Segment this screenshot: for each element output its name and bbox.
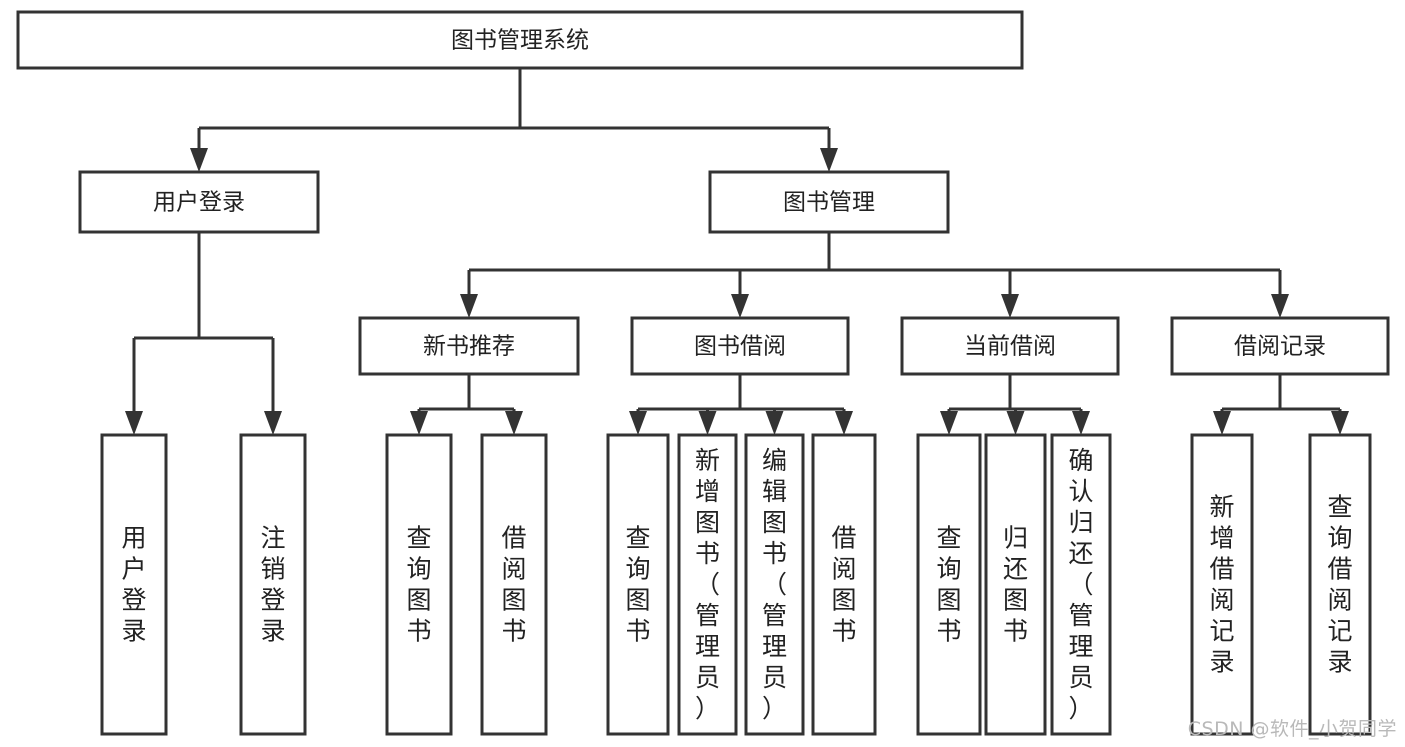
node-label-leaf-return-book: 归还图书 [1003,524,1028,646]
node-leaf-confirm-return-admin[interactable]: 确认归还（管理员） [1050,433,1112,736]
arrow-head-icon [505,411,523,435]
node-box-user-login [78,170,320,234]
node-leaf-query-book-2[interactable]: 查询图书 [606,433,670,736]
node-label-borrow-record: 借阅记录 [1234,334,1326,360]
arrow-head-icon [1006,411,1025,435]
node-box-leaf-add-borrow-record [1190,433,1254,736]
node-new-book-recommend[interactable]: 新书推荐 [358,316,580,376]
node-leaf-user-login[interactable]: 用户登录 [100,433,168,736]
node-leaf-return-book[interactable]: 归还图书 [984,433,1047,736]
node-box-root [16,10,1024,70]
arrow-head-icon [765,411,784,435]
arrow-head-icon [940,411,958,435]
arrow-head-icon [820,148,838,172]
node-leaf-logout[interactable]: 注销登录 [239,433,307,736]
arrow-head-icon [125,411,143,435]
node-box-leaf-query-borrow-record [1308,433,1372,736]
node-label-leaf-query-book-2: 查询图书 [625,524,650,646]
node-box-leaf-query-book-2 [606,433,670,736]
node-leaf-add-book-admin[interactable]: 新增图书（管理员） [677,433,738,736]
arrow-head-icon [460,294,478,318]
node-box-leaf-query-book-1 [385,433,453,736]
arrow-head-icon [698,411,717,435]
arrow-head-icon [629,411,647,435]
arrow-head-icon [1072,411,1090,435]
node-box-borrow-record [1170,316,1390,376]
node-label-user-login: 用户登录 [153,190,245,216]
connector-group-book-borrow [629,374,853,435]
node-leaf-query-book-1[interactable]: 查询图书 [385,433,453,736]
node-leaf-query-book-3[interactable]: 查询图书 [916,433,982,736]
node-root[interactable]: 图书管理系统 [16,10,1024,70]
node-label-book-borrow: 图书借阅 [694,334,786,360]
node-leaf-borrow-book-1[interactable]: 借阅图书 [480,433,548,736]
node-label-leaf-logout: 注销登录 [260,524,285,646]
node-label-current-borrow: 当前借阅 [964,334,1056,360]
node-leaf-borrow-book-2[interactable]: 借阅图书 [811,433,877,736]
node-label-leaf-confirm-return-admin: 确认归还（管理员） [1068,446,1093,723]
node-box-current-borrow [900,316,1120,376]
node-leaf-edit-book-admin[interactable]: 编辑图书（管理员） [744,433,805,736]
node-book-borrow[interactable]: 图书借阅 [630,316,850,376]
node-box-leaf-query-book-3 [916,433,982,736]
arrow-head-icon [731,294,749,318]
node-box-new-book-recommend [358,316,580,376]
node-leaf-add-borrow-record[interactable]: 新增借阅记录 [1190,433,1254,736]
connector-group-current-borrow [940,374,1090,435]
connector-layer [125,68,1349,435]
node-leaf-query-borrow-record[interactable]: 查询借阅记录 [1308,433,1372,736]
node-box-book-management [708,170,950,234]
node-label-new-book-recommend: 新书推荐 [423,334,515,360]
connector-group-borrow-record [1213,374,1349,435]
node-borrow-record[interactable]: 借阅记录 [1170,316,1390,376]
connector-group-user-login [125,232,282,435]
node-box-leaf-borrow-book-1 [480,433,548,736]
node-current-borrow[interactable]: 当前借阅 [900,316,1120,376]
node-box-leaf-borrow-book-2 [811,433,877,736]
node-box-leaf-logout [239,433,307,736]
arrow-head-icon [1001,294,1019,318]
connector-group-root [190,68,838,172]
node-box-leaf-return-book [984,433,1047,736]
node-box-leaf-confirm-return-admin [1050,433,1112,736]
node-label-leaf-borrow-book-1: 借阅图书 [501,524,526,646]
node-layer: 图书管理系统用户登录图书管理新书推荐图书借阅当前借阅借阅记录用户登录注销登录查询… [16,10,1390,736]
node-box-leaf-edit-book-admin [744,433,805,736]
node-label-leaf-borrow-book-2: 借阅图书 [831,524,856,646]
node-label-leaf-query-borrow-record: 查询借阅记录 [1327,493,1352,677]
arrow-head-icon [1271,294,1289,318]
arrow-head-icon [835,411,853,435]
node-user-login[interactable]: 用户登录 [78,170,320,234]
arrow-head-icon [264,411,282,435]
node-label-leaf-edit-book-admin: 编辑图书（管理员） [762,446,787,723]
arrow-head-icon [410,411,428,435]
node-box-book-borrow [630,316,850,376]
node-label-leaf-add-book-admin: 新增图书（管理员） [695,446,720,723]
node-label-leaf-query-book-3: 查询图书 [936,524,961,646]
connector-group-new-book-recommend [410,374,523,435]
node-label-leaf-add-borrow-record: 新增借阅记录 [1209,493,1234,677]
node-book-management[interactable]: 图书管理 [708,170,950,234]
node-label-root: 图书管理系统 [451,28,589,54]
node-label-leaf-user-login: 用户登录 [121,524,146,646]
node-box-leaf-add-book-admin [677,433,738,736]
node-label-book-management: 图书管理 [783,190,875,216]
connector-group-book-management [460,232,1289,318]
node-label-leaf-query-book-1: 查询图书 [406,524,431,646]
node-box-leaf-user-login [100,433,168,736]
arrow-head-icon [1331,411,1349,435]
arrow-head-icon [190,148,208,172]
arrow-head-icon [1213,411,1231,435]
